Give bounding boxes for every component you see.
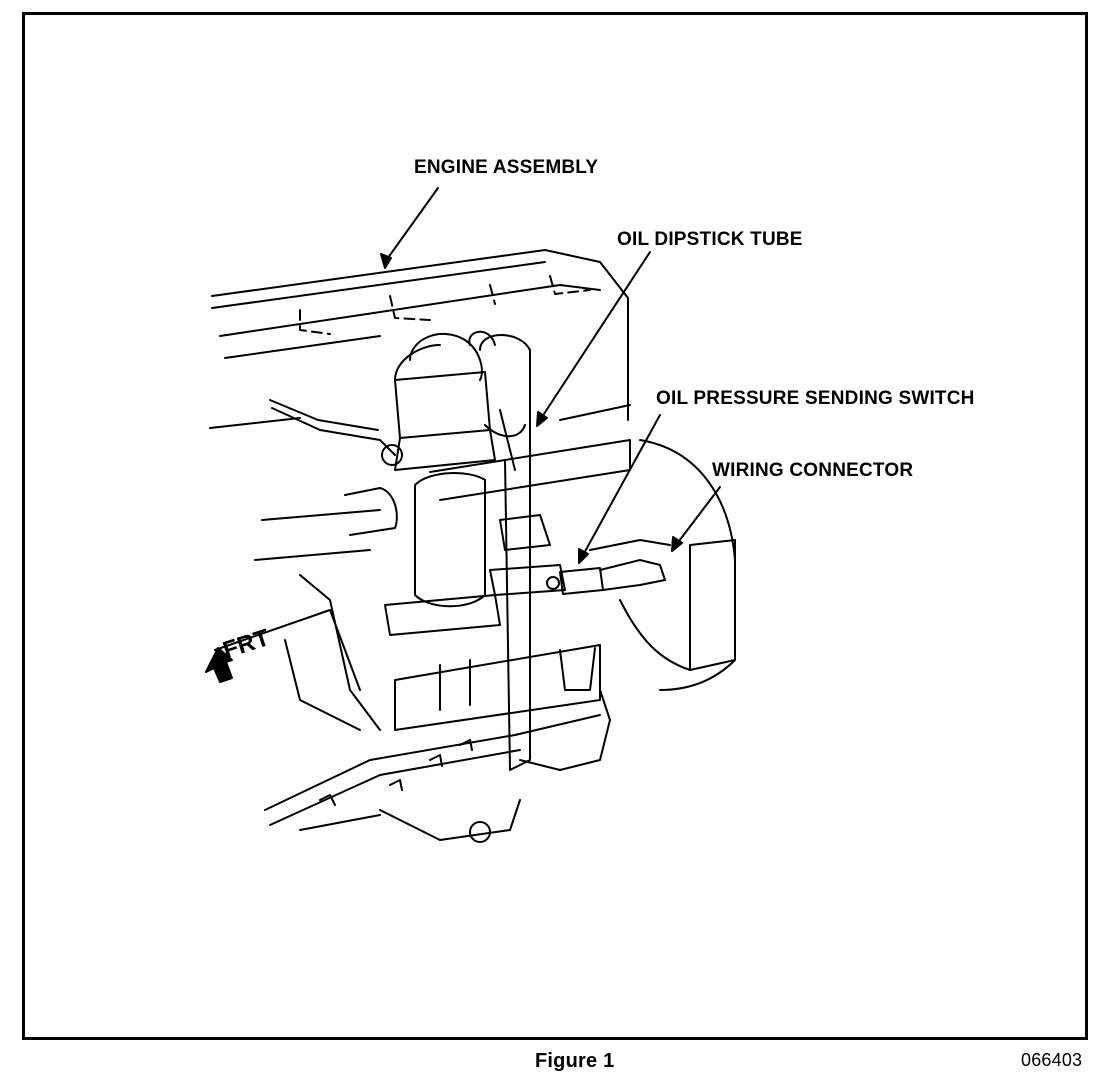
engine-block	[209, 249, 736, 843]
dipstick-tube	[468, 330, 551, 771]
figure-caption: Figure 1	[535, 1050, 615, 1072]
front-arrow-icon	[205, 647, 233, 683]
oil-filter-assembly	[269, 332, 501, 636]
oil-pressure-switch	[489, 539, 671, 596]
diagram-frame	[22, 12, 1088, 1040]
label-oil-dipstick-tube: OIL DIPSTICK TUBE	[617, 229, 803, 250]
document-number: 066403	[1021, 1050, 1083, 1070]
leader-lines	[380, 187, 721, 564]
label-wiring-connector: WIRING CONNECTOR	[712, 460, 914, 481]
label-oil-pressure-sending-switch: OIL PRESSURE SENDING SWITCH	[656, 388, 975, 409]
label-engine-assembly: ENGINE ASSEMBLY	[414, 157, 599, 178]
